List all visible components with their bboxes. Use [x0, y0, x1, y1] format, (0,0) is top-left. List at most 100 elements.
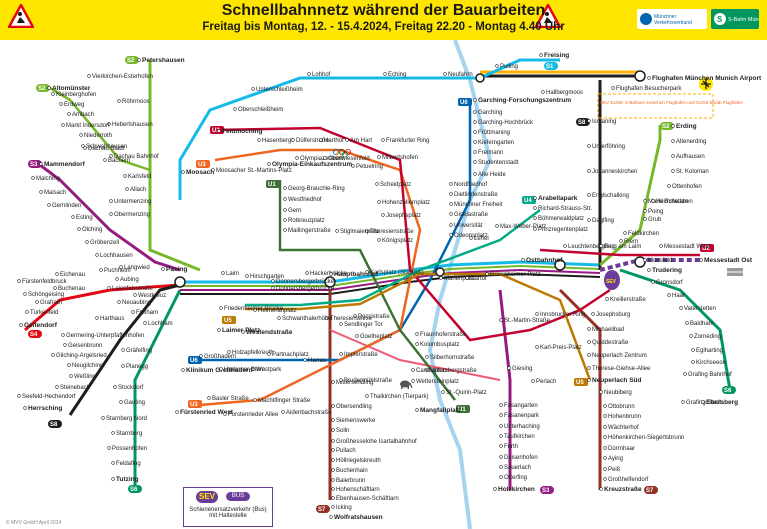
station-label-garching: Garching — [478, 110, 502, 116]
station-label-westfriedhof: Westfriedhof — [288, 197, 322, 203]
station-dot-max-weber-platz — [495, 224, 499, 228]
line-u1 — [278, 180, 456, 401]
line-u5 — [245, 272, 592, 381]
station-dot-altenerding — [671, 139, 675, 143]
station-label-freimann: Freimann — [478, 150, 503, 156]
station-dot-leuchtenbergring — [563, 244, 567, 248]
station-dot-fasangarten — [499, 403, 503, 407]
station-dot-poccistrasse — [353, 314, 357, 318]
station-dot-harthaus — [95, 316, 99, 320]
station-dot-untersbergstrasse — [425, 368, 429, 372]
station-label-kieferngarten: Kieferngarten — [478, 140, 514, 146]
station-dot-quiddestrasse — [587, 340, 591, 344]
svg-text:U6: U6 — [190, 358, 198, 364]
station-dot-garching — [473, 110, 477, 114]
station-label-geisenbrunn: Geisenbrunn — [68, 343, 102, 349]
station-dot-allach — [125, 187, 129, 191]
station-label-theresienstrasse: Theresienstraße — [370, 229, 414, 235]
station-label-hasenbergl: Hasenbergl — [262, 138, 293, 144]
station-label-messestadt-west: Messestadt West — [664, 244, 710, 250]
station-label-schoengeising: Schöngeising — [28, 292, 64, 298]
station-dot-garching-hochbrueck — [473, 120, 477, 124]
station-label-pullach: Pullach — [336, 448, 356, 454]
station-label-sendlinger-tor: Sendlinger Tor — [344, 322, 383, 328]
station-label-brudermuehlstrasse: Brudermühlstraße — [344, 378, 393, 384]
station-dot-perlach — [531, 379, 535, 383]
messe-icon — [727, 268, 743, 276]
station-label-ambach: Ambach — [72, 112, 94, 118]
station-dot-marienplatz — [439, 276, 443, 280]
badge-s8-ismaning: S8 — [576, 118, 590, 126]
station-dot-puchheim — [99, 268, 103, 272]
station-label-wettersteinplatz: Wettersteinplatz — [416, 379, 459, 385]
station-label-garching-hochbrueck: Garching-Hochbrück — [478, 120, 534, 126]
station-dot-boehmerwaldplatz — [533, 216, 537, 220]
station-label-kleinberghofen: Kleinberghofen — [56, 92, 96, 98]
station-label-mangfallplatz: Mangfallplatz — [420, 407, 462, 414]
station-dot-kreillerstrasse — [605, 297, 609, 301]
station-dot-poing — [643, 209, 647, 213]
station-dot-oberwiesenfeld — [323, 156, 327, 160]
station-label-grub: Grub — [648, 217, 662, 223]
station-label-holzapfelkreuth: Holzapfelkreuth — [232, 350, 274, 356]
badge-u2-messestadt: U2 — [700, 244, 714, 252]
badge-u1-olympia: U1 — [266, 180, 280, 188]
station-dot-nordfriedhof — [449, 182, 453, 186]
station-label-friedenheimer: Friedenheimer Brücke — [224, 306, 284, 312]
station-label-neuaubing: Neuaubing — [122, 300, 151, 306]
station-label-fuerstenried-west: Fürstenried West — [180, 409, 234, 416]
station-dot-weilling — [69, 374, 73, 378]
station-label-josephsplatz: Josephsplatz — [386, 213, 421, 219]
station-label-laimer-platz: Laimer Platz — [222, 327, 261, 334]
station-label-pasing: Pasing — [166, 266, 187, 273]
station-dot-silberhornstrasse — [425, 355, 429, 359]
station-label-studentenstadt: Studentenstadt — [478, 160, 519, 166]
station-label-trudering: Trudering — [652, 267, 682, 274]
station-dot-hohenzollernplatz — [377, 200, 381, 204]
station-dot-dietlindenstrasse — [449, 192, 453, 196]
station-dot-erding — [671, 124, 675, 128]
station-dot-pasing — [161, 267, 165, 271]
station-label-max-weber-platz: Max-Weber-Platz — [500, 224, 546, 230]
station-dot-altomuenster — [47, 86, 51, 90]
station-dot-haar — [667, 293, 671, 297]
station-dot-otterfing — [499, 475, 503, 479]
station-dot-graefelfing — [121, 348, 125, 352]
badge-s8-herrsching: S8 — [48, 420, 62, 428]
station-label-prinzregentenplatz: Prinzregentenplatz — [538, 227, 588, 233]
station-dot-herrsching — [23, 406, 27, 410]
station-label-kirchseeon: Kirchseeon — [696, 360, 726, 366]
station-dot-grossfoehrendorf — [603, 477, 607, 481]
station-label-maillingerstrasse: Maillingerstraße — [288, 228, 331, 234]
station-label-hbf: Hauptbahnhof — [334, 271, 379, 278]
station-dot-prinzregentenplatz — [533, 227, 537, 231]
sev-airport-note-box — [597, 93, 714, 119]
station-dot-deisenhofen — [499, 455, 503, 459]
line-s2-alto — [49, 86, 151, 172]
station-label-johanneskirchen: Johanneskirchen — [592, 169, 637, 175]
station-label-allach: Allach — [130, 187, 146, 193]
station-dot-stockdorf — [113, 385, 117, 389]
station-label-stockdorf: Stockdorf — [118, 385, 144, 391]
station-dot-grafing-bahnhof — [683, 372, 687, 376]
station-dot-ebersberg — [701, 400, 705, 404]
station-dot-westpark — [251, 367, 255, 371]
station-label-freising: Freising — [544, 52, 569, 59]
svg-text:S7: S7 — [646, 488, 654, 494]
station-label-ostbahnhof: Ostbahnhof — [526, 257, 563, 264]
station-dot-grosshadern — [199, 354, 203, 358]
station-label-muenchner-freiheit: Münchner Freiheit — [454, 202, 503, 208]
station-label-seefeld: Seefeld-Hechendorf — [22, 394, 76, 400]
station-label-leuchtenbergring: Leuchtenbergring — [568, 244, 615, 250]
station-dot-lohhof — [307, 72, 311, 76]
station-label-vierkirchen: Vierkirchen-Esterhofen — [92, 74, 153, 80]
station-label-starnberg: Starnberg — [116, 431, 142, 437]
station-dot-olympia — [267, 162, 271, 166]
station-dot-universitaet — [449, 223, 453, 227]
station-dot-untermenzing — [109, 199, 113, 203]
station-label-partnachplatz: Partnachplatz — [272, 352, 309, 358]
station-dot-kreuzstrasse — [599, 487, 603, 491]
line-s7-east — [558, 288, 602, 490]
station-dot-moosacher-st-martins — [211, 168, 215, 172]
station-label-forstenrieder-allee: Forstenrieder Allee — [228, 412, 279, 418]
